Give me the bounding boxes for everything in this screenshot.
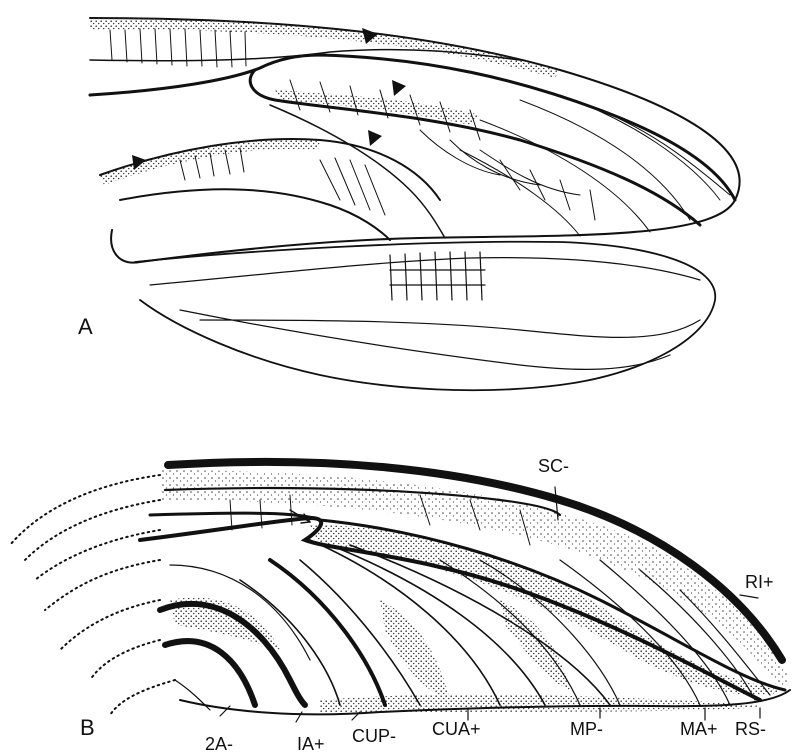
vein-cu-a — [100, 139, 440, 240]
stipple-radial-a — [275, 90, 480, 125]
hindwing-outline — [135, 242, 715, 390]
vein-r-a — [90, 55, 735, 200]
vein-label-rs: RS- — [735, 719, 766, 739]
vein-label-mp: MP- — [570, 719, 603, 739]
panel-label-a: A — [78, 314, 93, 339]
vein-label-ma: MA+ — [680, 719, 718, 739]
vein-label-r1: RI+ — [745, 572, 774, 592]
panel-b-drawing — [10, 462, 790, 722]
panel-a-drawing — [90, 18, 740, 390]
vein-label-sc: SC- — [538, 456, 569, 476]
vein-label-1a: IA+ — [297, 734, 325, 754]
panel-label-b: B — [80, 715, 95, 740]
vein-label-2a: 2A- — [205, 734, 233, 754]
vein-anal-b2 — [165, 641, 255, 705]
forewing-outline — [90, 18, 740, 263]
vein-label-cup: CUP- — [352, 726, 396, 746]
basal-dotted-outline — [10, 475, 175, 715]
hindwing-veins — [150, 252, 700, 369]
vein-label-cua: CUA+ — [432, 719, 481, 739]
vein-m-a — [270, 105, 445, 238]
vein-cu-b — [270, 560, 385, 705]
